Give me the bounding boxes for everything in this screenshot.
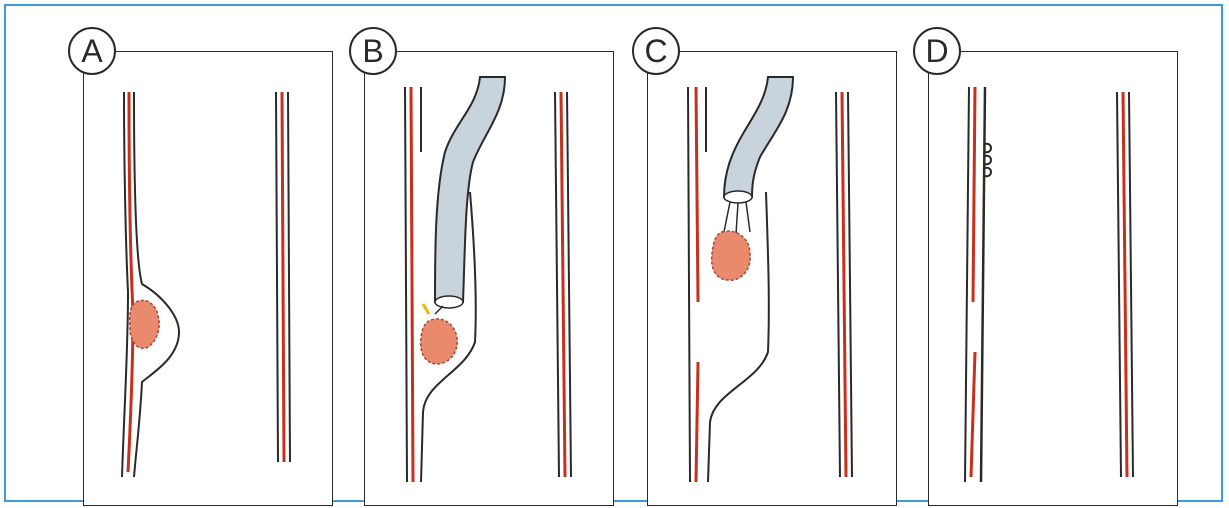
panel-c-drawing [648,52,898,507]
snare-wire [435,306,443,314]
vessel-wall-right-1 [555,92,559,477]
vessel-wall-right-2 [848,92,852,477]
panel-b [364,51,614,506]
vessel-wall-left [688,87,690,482]
vessel-wall-right-2 [567,92,571,477]
lesion [130,300,160,348]
vessel-red-right [561,92,565,477]
panel-label-b: B [349,27,397,75]
vessel-wall-right-2 [1129,92,1133,477]
panel-label-a: A [68,27,116,75]
grasper [724,202,750,234]
endoscope-tip [435,296,463,308]
vessel-wall-right-1 [276,92,278,462]
vessel-wall-bulge [134,92,179,477]
vessel-red-right [842,92,846,477]
vessel-wall-left [405,87,407,482]
lesion [712,231,751,280]
figure-frame: A B [4,4,1223,502]
vessel-wall-right-1 [836,92,840,477]
vessel-wall-left [122,92,128,477]
panel-d [928,51,1178,506]
vessel-red-left [696,87,698,302]
vessel-wall-right-1 [1117,92,1121,477]
panel-a-drawing [84,52,334,507]
vessel-red-left-lower [696,362,698,482]
vessel-wall-left [965,87,969,482]
endoscope [724,77,793,197]
vessel-wall-closed [981,87,985,482]
panel-label-c: C [632,27,680,75]
panel-d-drawing [929,52,1179,507]
endoscope-tip [724,191,752,203]
panel-a [83,51,333,506]
panel-label-d: D [913,27,961,75]
panel-b-drawing [365,52,615,507]
vessel-red-right [282,92,284,462]
vessel-red-left [128,92,133,472]
vessel-red-left-lower [971,352,975,477]
clips [985,144,991,176]
vessel-wall-right-2 [288,92,290,462]
panel-c [647,51,897,506]
endoscope [435,77,505,302]
vessel-red-left [973,87,975,302]
vessel-red-right [1123,92,1127,477]
yellow-marker [423,304,429,314]
vessel-red-left [411,87,413,482]
lesion [421,319,458,364]
